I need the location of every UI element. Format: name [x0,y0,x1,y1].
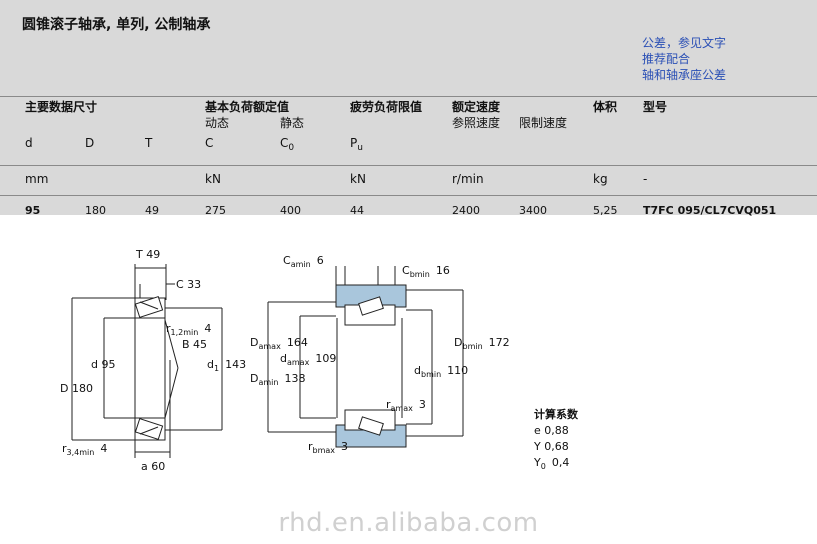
row-Pu: 44 [350,204,364,217]
calc-factors-title: 计算系数 [534,407,579,421]
symbol-C: C [205,136,214,150]
subheader-static: 静态 [280,116,305,130]
header-mass: 体积 [593,100,618,114]
recommended-fits-link[interactable]: 推荐配合 [642,52,691,66]
calc-factor-e: e 0,88 [534,424,569,437]
row-C0: 400 [280,204,301,217]
row-D: 180 [85,204,106,217]
label-C: C 33 [176,278,201,291]
tolerance-link[interactable]: 公差，参见文字 [642,36,727,50]
label-B: B 45 [182,338,207,351]
symbol-d: d [25,136,33,150]
left-rollers [134,296,164,440]
label-D: D 180 [60,382,93,395]
label-T: T 49 [135,248,160,261]
header-designation: 型号 [643,100,668,114]
shaft-housing-tolerance-link[interactable]: 轴和轴承座公差 [642,68,727,82]
right-bearing-section [267,266,464,448]
row-lim-speed: 3400 [519,204,547,217]
divider [0,195,817,196]
calc-factor-Y: Y 0,68 [533,440,569,453]
unit-kg: kg [593,172,608,186]
links-panel: 公差，参见文字 推荐配合 轴和轴承座公差 [642,35,726,83]
divider [0,96,817,97]
divider [0,165,817,166]
watermark: rhd.en.alibaba.com [278,508,539,538]
symbol-D: D [85,136,95,150]
label-a: a 60 [141,460,165,473]
symbol-T: T [145,136,153,150]
row-d: 95 [25,204,41,217]
symbol-Pu: Pu [350,136,363,153]
row-T: 49 [145,204,159,217]
unit-kN: kN [350,172,366,186]
header-fatigue-limit: 疲劳负荷限值 [350,100,423,114]
row-ref-speed: 2400 [452,204,480,217]
header-panel: 圆锥滚子轴承, 单列, 公制轴承 公差，参见文字 推荐配合 轴和轴承座公差 主要… [0,0,817,215]
subheader-reference-speed: 参照速度 [452,116,501,130]
header-load-ratings: 基本负荷额定值 [205,100,290,114]
row-C: 275 [205,204,226,217]
page-title: 圆锥滚子轴承, 单列, 公制轴承 [22,17,211,33]
unit-mm: mm [25,172,49,186]
unit-dash: - [643,172,648,186]
unit-kN: kN [205,172,221,186]
header-speed-ratings: 额定速度 [452,100,501,114]
row-designation: T7FC 095/CL7CVQ051 [643,204,777,217]
left-bearing-section [71,264,223,458]
subheader-limiting-speed: 限制速度 [519,116,568,130]
label-d: d 95 [91,358,115,371]
header-main-dims: 主要数据尺寸 [25,100,98,114]
subheader-dynamic: 动态 [205,116,230,130]
unit-speed: r/min [452,172,484,186]
row-mass: 5,25 [593,204,618,217]
symbol-C0: C0 [280,136,295,153]
